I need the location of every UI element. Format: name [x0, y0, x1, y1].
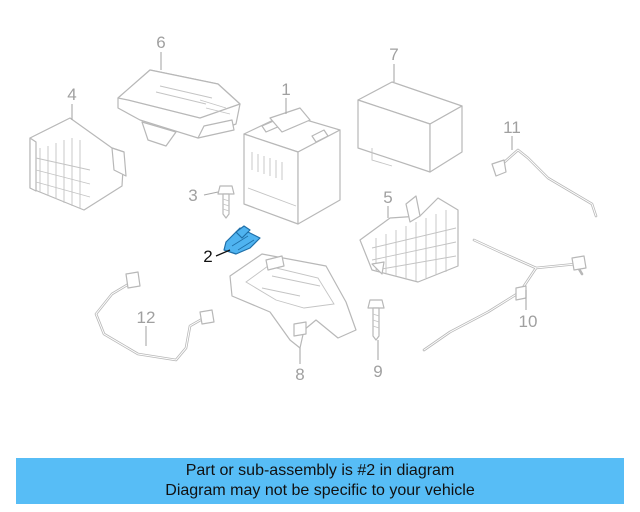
- callout-6: 6: [156, 33, 165, 52]
- part-6-cover[interactable]: [117, 69, 241, 147]
- banner-line-part: Part or sub-assembly is #2 in diagram: [185, 462, 455, 479]
- callout-3: 3: [188, 186, 197, 205]
- part-7-insulation-box[interactable]: [357, 81, 463, 173]
- callout-10: 10: [519, 312, 538, 331]
- callout-1: 1: [281, 80, 290, 99]
- callout-5: 5: [383, 188, 392, 207]
- info-banner: Part or sub-assembly is #2 in diagram Di…: [16, 458, 624, 504]
- banner-line-disclaimer: Diagram may not be specific to your vehi…: [165, 482, 475, 499]
- part-8-tray-base[interactable]: [229, 253, 357, 349]
- leader-line-2: [215, 249, 231, 257]
- part-11-cable[interactable]: [491, 148, 598, 218]
- callout-11: 11: [503, 118, 521, 137]
- callout-9: 9: [373, 362, 382, 381]
- part-3-bolt[interactable]: [217, 185, 235, 219]
- part-2-bracket[interactable]: [223, 225, 261, 255]
- callout-12: 12: [137, 308, 156, 327]
- part-9-bolt[interactable]: [367, 299, 385, 341]
- part-4-side-shield[interactable]: [29, 117, 127, 211]
- callout-7: 7: [389, 45, 398, 64]
- part-12-cable[interactable]: [94, 271, 215, 362]
- part-5-tray-cage[interactable]: [359, 195, 459, 283]
- part-1-battery[interactable]: [243, 107, 341, 225]
- callout-2: 2: [203, 247, 212, 266]
- callout-4: 4: [67, 85, 76, 104]
- leader-line-3: [203, 191, 219, 196]
- callout-8: 8: [295, 365, 304, 384]
- part-10-harness[interactable]: [422, 238, 587, 352]
